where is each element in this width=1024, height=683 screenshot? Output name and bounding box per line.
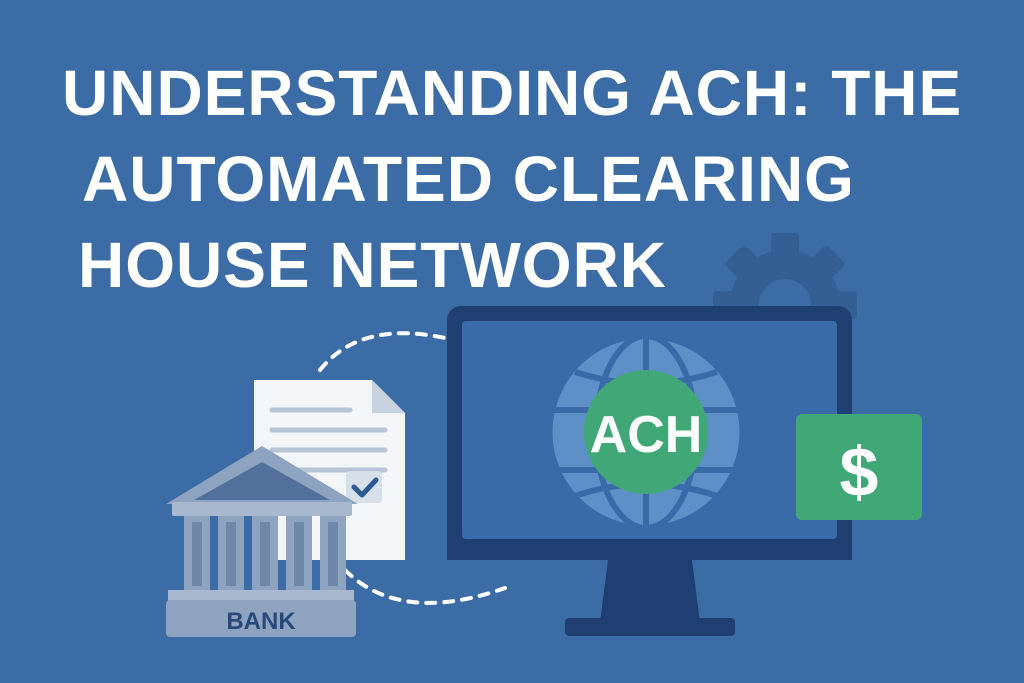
title-line-3: HOUSE NETWORK (78, 229, 667, 301)
dashed-connector-top (318, 331, 447, 372)
dollar-symbol: $ (840, 433, 879, 511)
dashed-connector-bottom (343, 568, 507, 605)
checkmark-icon (346, 471, 382, 503)
bank-label: BANK (226, 608, 296, 635)
page-title: UNDERSTANDING ACH: THE AUTOMATED CLEARIN… (62, 50, 962, 308)
bank-icon: BANK (166, 446, 358, 637)
dollar-bill-icon: $ (796, 414, 922, 520)
title-line-2: AUTOMATED CLEARING (82, 143, 855, 215)
ach-badge: ACH (590, 406, 703, 464)
globe-icon: ACH (547, 333, 745, 531)
title-line-1: UNDERSTANDING ACH: THE (62, 57, 963, 129)
